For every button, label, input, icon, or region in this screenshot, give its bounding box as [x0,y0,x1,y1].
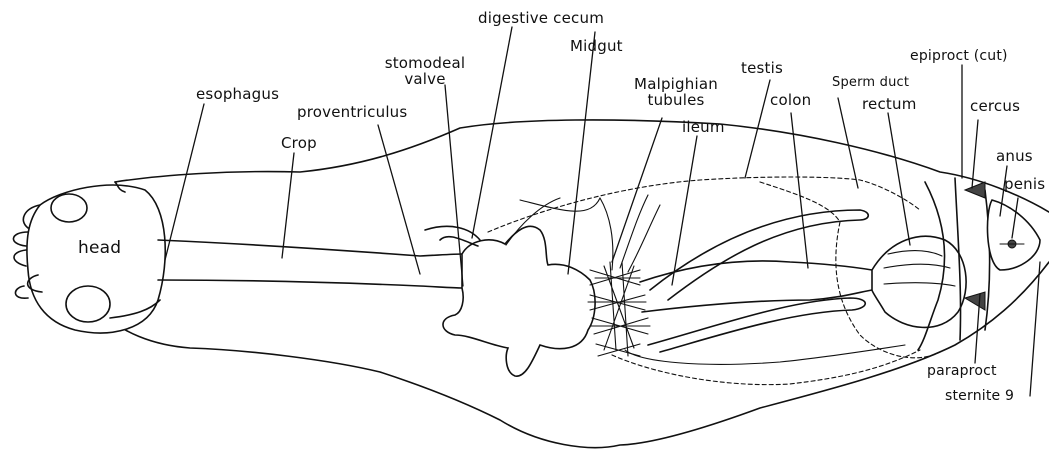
label-proventriculus: proventriculus [297,104,407,120]
lower-dashed [612,350,920,385]
label-midgut: Midgut [570,38,623,54]
eye-lower [66,286,110,322]
midgut-shape [443,226,595,376]
tubule-long-2 [625,345,905,364]
label-rectum: rectum [862,96,917,112]
rectum-shape [872,236,966,327]
gut-lower [158,280,462,288]
label-stomodeal-valve: stomodeal valve [370,55,480,87]
label-testis: testis [741,60,783,76]
label-head: head [78,240,121,256]
cercus-lower [965,292,985,310]
label-crop: Crop [281,135,317,151]
label-sperm-duct: Sperm duct [832,75,909,91]
colon-lower-loop [648,298,865,352]
eye-upper [51,194,87,222]
label-esophagus: esophagus [196,86,279,102]
label-sternite-9: sternite 9 [945,388,1014,404]
label-colon: colon [770,92,811,108]
label-penis: penis [1004,176,1045,192]
tubule-long-1 [520,198,600,211]
label-digestive-cecum: digestive cecum [478,10,604,26]
label-anus: anus [996,148,1033,164]
label-ileum: ileum [682,119,725,135]
label-paraproct: paraproct [927,363,997,379]
malpighian-cluster [588,195,660,356]
label-malpighian-tubules: Malpighian tubules [630,76,722,108]
label-epiproct: epiproct (cut) [910,48,1008,64]
cercus-shape [965,182,985,198]
label-cercus: cercus [970,98,1020,114]
testis-outline [488,177,920,232]
gut-upper [158,240,462,256]
penis-area [987,200,1040,270]
